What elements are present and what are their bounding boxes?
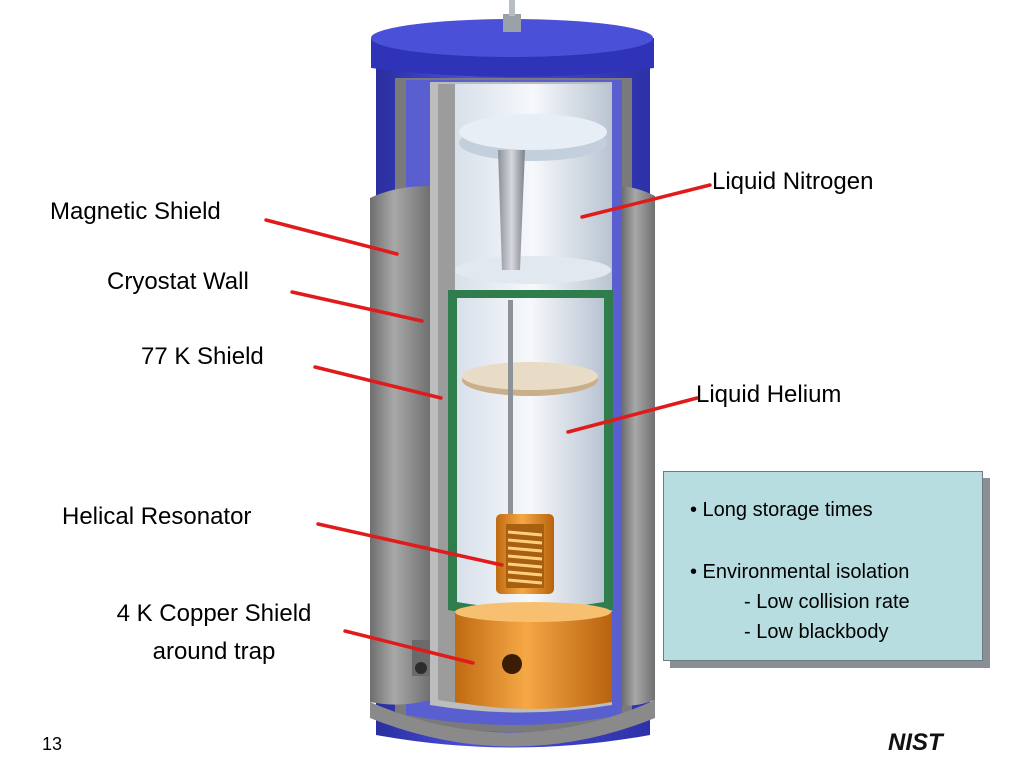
leader-line-liquid-nitrogen: [580, 183, 712, 219]
label-cryostat-wall: Cryostat Wall: [107, 268, 249, 295]
leader-line-magnetic-shield: [264, 218, 399, 256]
copper-shield: [455, 602, 612, 709]
leader-line-cryostat-wall: [290, 290, 424, 323]
label-77k-shield: 77 K Shield: [141, 343, 264, 370]
info-bullet-isolation: • Environmental isolation: [690, 561, 910, 583]
nist-logo: NIST: [888, 729, 945, 753]
nist-logo-text: NIST: [888, 729, 945, 753]
info-box: • Long storage times • Environmental iso…: [663, 471, 983, 661]
info-sub-blackbody: - Low blackbody: [744, 621, 889, 643]
info-bullet-storage: • Long storage times: [690, 499, 873, 521]
label-magnetic-shield: Magnetic Shield: [50, 198, 221, 225]
label-copper-shield-line2: around trap: [152, 638, 276, 665]
label-copper-shield: 4 K Copper Shield around trap: [84, 600, 344, 666]
leader-line-77k-shield: [313, 365, 443, 400]
liquid-nitrogen-chamber: [455, 84, 612, 296]
helical-resonator: [496, 514, 554, 594]
leader-line-copper-shield: [343, 629, 475, 665]
top-lid: [371, 0, 654, 77]
label-copper-shield-line1: 4 K Copper Shield: [116, 600, 312, 627]
slide-number: 13: [42, 734, 63, 754]
magnetic-shield: [370, 186, 655, 747]
label-helical-resonator: Helical Resonator: [62, 503, 252, 530]
liquid-helium-chamber: [448, 290, 613, 618]
info-sub-collision: - Low collision rate: [744, 591, 910, 613]
label-liquid-helium: Liquid Helium: [696, 381, 842, 408]
leader-line-helical-resonator: [316, 522, 504, 567]
label-liquid-nitrogen: Liquid Nitrogen: [712, 168, 874, 195]
leader-line-liquid-helium: [566, 396, 699, 434]
